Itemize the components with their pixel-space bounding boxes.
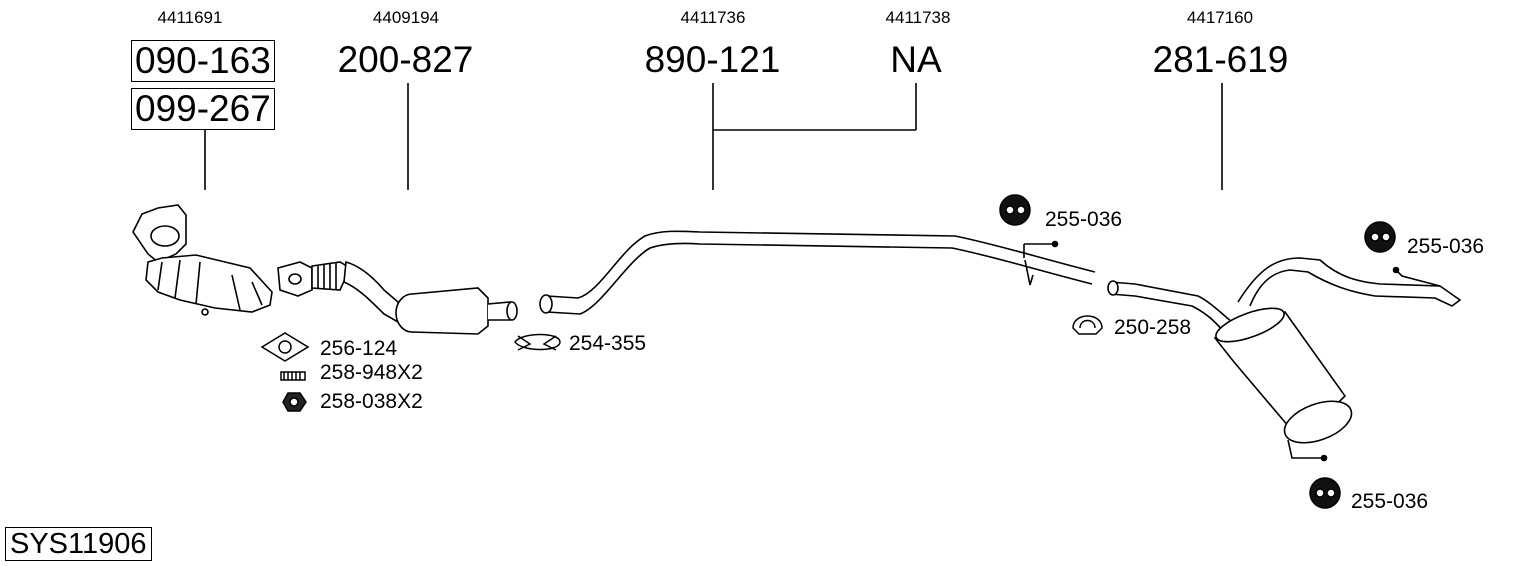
rear-silencer-shape	[1107, 257, 1462, 462]
oe-number-front-silencer: 4409194	[372, 8, 440, 27]
oe-number-catalyst: 4411691	[157, 8, 223, 27]
clamp-rear-icon	[1072, 315, 1103, 335]
accessory-clamp-rear[interactable]: 250-258	[1114, 316, 1192, 339]
accessory-rubber-mount-3[interactable]: 255-036	[1351, 490, 1429, 513]
accessory-rubber-mount-1[interactable]: 255-036	[1045, 208, 1123, 231]
rubber-mount-icon-1	[999, 194, 1031, 226]
catalyst-shape	[132, 204, 273, 316]
accessory-gasket[interactable]: 256-124	[320, 337, 398, 360]
part-rear-silencer[interactable]: 281-619	[1152, 39, 1289, 80]
oe-number-middle-pipe: 4411736	[680, 8, 746, 27]
rubber-mount-icon-2	[1364, 221, 1396, 253]
accessory-clamp-front[interactable]: 254-355	[569, 332, 647, 355]
oe-number-na: 4411738	[885, 8, 951, 27]
system-code: SYS11906	[5, 527, 152, 561]
bolt-icon	[280, 371, 306, 381]
middle-pipe-shape	[539, 230, 1096, 315]
part-middle-pipe-alt: NA	[890, 39, 942, 80]
front-silencer-shape	[277, 260, 518, 335]
oe-number-rear-silencer: 4417160	[1186, 8, 1254, 27]
part-catalyst-primary[interactable]: 090-163	[131, 40, 275, 82]
part-front-silencer[interactable]: 200-827	[337, 39, 474, 80]
rubber-mount-icon-3	[1309, 477, 1341, 509]
nut-icon	[282, 392, 307, 412]
accessory-nut[interactable]: 258-038X2	[320, 390, 423, 413]
part-middle-pipe[interactable]: 890-121	[644, 39, 781, 80]
part-catalyst-alt[interactable]: 099-267	[131, 88, 275, 130]
accessory-rubber-mount-2[interactable]: 255-036	[1407, 235, 1485, 258]
clamp-front-icon	[514, 333, 561, 351]
accessory-bolt[interactable]: 258-948X2	[320, 361, 423, 384]
